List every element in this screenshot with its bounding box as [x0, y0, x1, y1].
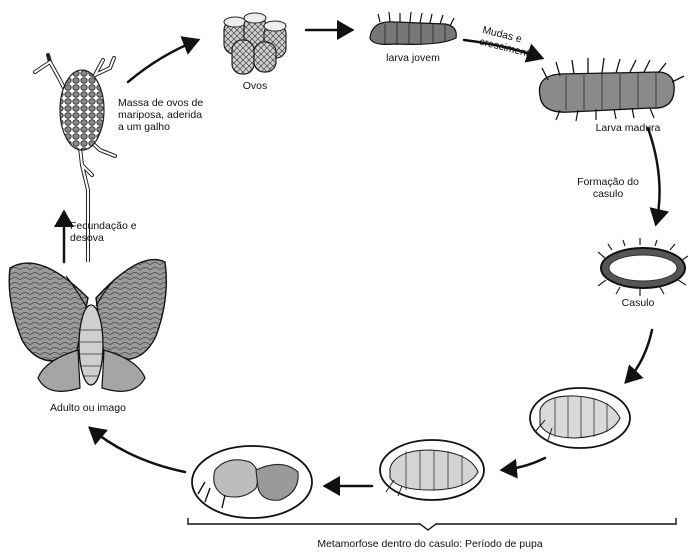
- label-fertilization: Fecundação e desova: [70, 220, 152, 244]
- arrow-pupa-1-to-pupa-2: [502, 458, 545, 470]
- label-cocoon: Casulo: [608, 297, 668, 309]
- label-egg-mass: Massa de ovos de mariposa, aderida a um …: [118, 97, 206, 133]
- young-larva-illustration: [370, 12, 456, 45]
- pupa-stage-1-illustration: [530, 388, 630, 448]
- cocoon-illustration: [598, 238, 688, 296]
- arrow-mature-larva-to-cocoon: [648, 128, 660, 224]
- label-young-larva: larva jovem: [370, 52, 456, 64]
- adult-moth-illustration: [9, 260, 166, 392]
- label-eggs: Ovos: [220, 80, 290, 92]
- pupa-stage-2-illustration: [380, 440, 484, 500]
- arrow-pupa-3-to-adult: [90, 428, 185, 472]
- arrow-egg-mass-to-eggs: [128, 40, 198, 82]
- mature-larva-illustration: [539, 58, 684, 121]
- label-mature-larva: Larva madura: [588, 122, 668, 134]
- label-adult: Adulto ou imago: [28, 402, 148, 414]
- arrow-cocoon-to-pupa: [626, 330, 652, 382]
- label-metamorphosis: Metamorfose dentro do casulo: Período de…: [260, 538, 600, 550]
- metamorphosis-brace: [188, 518, 676, 530]
- label-cocoon-formation: Formação do casulo: [574, 176, 642, 200]
- eggs-illustration: [224, 13, 286, 74]
- pupa-stage-3-illustration: [192, 446, 312, 518]
